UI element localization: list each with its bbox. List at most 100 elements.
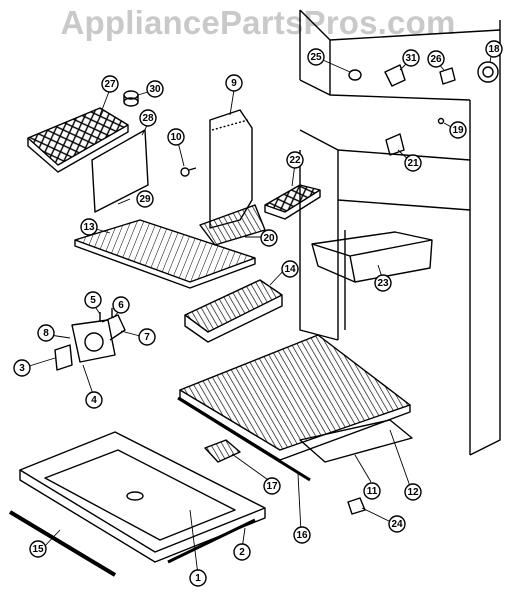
air-diffuser-duct (199, 109, 266, 246)
callout-number: 31 (405, 53, 417, 64)
callout-number: 3 (19, 363, 25, 374)
callout-18: 18 (485, 40, 503, 58)
callout-29: 29 (136, 190, 154, 208)
hinge-bracket (384, 64, 406, 87)
callout-12: 12 (404, 483, 422, 501)
callout-22: 22 (286, 151, 304, 169)
light-socket (477, 61, 499, 83)
callout-circle (136, 190, 154, 208)
callout-15: 15 (29, 540, 47, 558)
callout-number: 25 (310, 52, 322, 63)
side-rail (167, 518, 256, 564)
shelf-support-knob (123, 90, 139, 107)
crisper-cover-glass (299, 419, 413, 463)
callout-circle (29, 540, 47, 558)
watermark: AppliancePartsPros.com (60, 4, 456, 41)
cabinet-liner (299, 9, 501, 456)
callout-circle (293, 526, 311, 544)
callout-number: 10 (170, 132, 182, 143)
retainer-clip (347, 497, 366, 515)
shelf-support (385, 133, 405, 156)
bottom-tray-base (19, 431, 266, 563)
callout-circle (13, 359, 31, 377)
callout-number: 26 (430, 54, 442, 65)
callout-number: 1 (195, 573, 201, 584)
callout-number: 30 (149, 84, 161, 95)
callout-19: 19 (449, 121, 467, 139)
callout-7: 7 (138, 328, 156, 346)
callout-5: 5 (84, 291, 102, 309)
callout-number: 27 (104, 79, 116, 90)
callout-number: 16 (296, 530, 308, 541)
callout-circle (363, 482, 381, 500)
callout-circle (37, 324, 55, 342)
callout-number: 4 (91, 395, 97, 406)
bottom-rail (8, 510, 117, 577)
callout-number: 24 (391, 519, 403, 530)
callout-13: 13 (80, 218, 98, 236)
callout-circle (112, 296, 130, 314)
callout-25: 25 (307, 48, 325, 66)
callout-number: 6 (118, 300, 124, 311)
fridge-wire-shelf (74, 219, 256, 289)
callout-number: 7 (144, 332, 150, 343)
callout-30: 30 (146, 80, 164, 98)
callout-21: 21 (404, 154, 422, 172)
callout-number: 15 (32, 544, 44, 555)
callout-circle (449, 121, 467, 139)
callout-16: 16 (293, 526, 311, 544)
callout-number: 18 (488, 44, 500, 55)
callout-11: 11 (363, 482, 381, 500)
freezer-wire-shelf (27, 107, 129, 173)
callout-14: 14 (281, 260, 299, 278)
callout-number: 17 (266, 481, 278, 492)
callout-number: 29 (139, 194, 151, 205)
callout-circle (101, 75, 119, 93)
callout-27: 27 (101, 75, 119, 93)
callout-circle (84, 291, 102, 309)
callout-number: 28 (142, 113, 154, 124)
screw (180, 167, 197, 177)
ice-cube-tray (264, 184, 321, 220)
callout-20: 20 (260, 229, 278, 247)
callout-circle (189, 569, 207, 587)
callout-number: 20 (263, 233, 275, 244)
callout-9: 9 (225, 74, 243, 92)
callout-number: 2 (239, 547, 245, 558)
callout-number: 12 (407, 487, 419, 498)
screw-small (437, 117, 445, 125)
callout-circle (404, 154, 422, 172)
callout-number: 5 (90, 295, 96, 306)
callout-number: 8 (43, 328, 49, 339)
callout-circle (146, 80, 164, 98)
callout-circle (402, 49, 420, 67)
callout-24: 24 (388, 515, 406, 533)
callout-number: 9 (231, 78, 237, 89)
callout-number: 13 (83, 222, 95, 233)
callout-circle (167, 128, 185, 146)
callout-circle (388, 515, 406, 533)
callout-4: 4 (85, 391, 103, 409)
callout-26: 26 (427, 50, 445, 68)
thermostat-control-assembly (54, 308, 126, 371)
callout-circle (225, 74, 243, 92)
callout-circle (233, 543, 251, 561)
plug-button (348, 69, 362, 81)
callout-circle (139, 109, 157, 127)
callout-3: 3 (13, 359, 31, 377)
dairy-bin (311, 231, 433, 283)
callout-31: 31 (402, 49, 420, 67)
cam (439, 67, 456, 85)
callout-2: 2 (233, 543, 251, 561)
callout-6: 6 (112, 296, 130, 314)
callout-number: 23 (377, 278, 389, 289)
callout-circle (307, 48, 325, 66)
crisper-cover (184, 279, 283, 343)
callout-circle (427, 50, 445, 68)
callout-number: 22 (289, 155, 301, 166)
callout-circle (263, 477, 281, 495)
callout-28: 28 (139, 109, 157, 127)
callout-circle (286, 151, 304, 169)
